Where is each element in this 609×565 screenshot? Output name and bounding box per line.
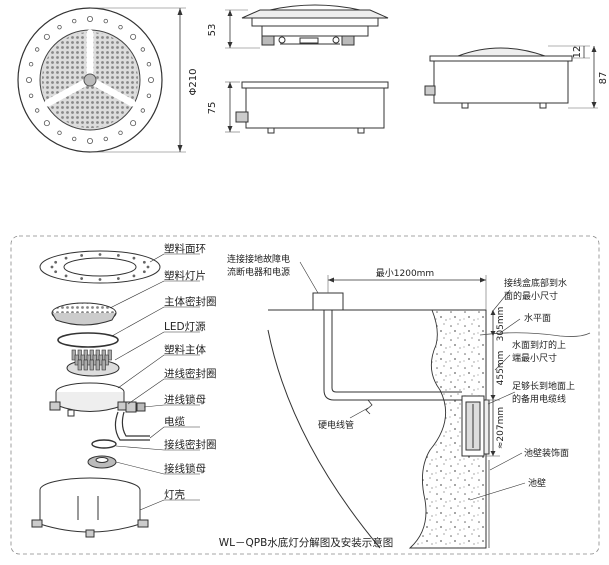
rim-hole [72, 18, 77, 24]
pool-wall-label: 池壁 [528, 477, 546, 489]
front-view: Φ210 [17, 7, 199, 153]
ring-hole [142, 260, 146, 264]
part-leader-line [149, 253, 200, 263]
part-leader-line [115, 461, 200, 475]
part-leader-line [143, 404, 200, 408]
part-label: 塑料主体 [164, 343, 206, 356]
part-leader-line [109, 280, 200, 309]
part-label: 塑料灯片 [164, 269, 206, 282]
rim-hole [28, 62, 34, 67]
rim-hole [43, 120, 50, 127]
dim-455: 455mm [496, 351, 506, 386]
lamp-note-line2: 端最小尺寸 [512, 352, 557, 364]
min-distance-label: 最小1200mm [376, 268, 434, 279]
ring-hole [98, 278, 102, 281]
ring-hole [80, 254, 84, 257]
dim-305: 305mm [496, 307, 506, 342]
top-height-label: 53 [207, 24, 218, 37]
cable-note-line1: 足够长到地面上 [512, 380, 575, 392]
junction-note-line1: 接线盒底部到水 [504, 277, 567, 289]
ring-hole [142, 270, 146, 274]
rim-hole [57, 130, 62, 136]
part-leader-line [114, 331, 200, 361]
junction-note-line2: 面的最小尺寸 [504, 290, 558, 302]
part-label: 接线密封圈 [164, 438, 217, 451]
ring-hole [146, 265, 150, 269]
part-label: 进线锁母 [164, 393, 206, 406]
part-leader-line [111, 306, 200, 337]
part-label: 接线锁母 [164, 462, 206, 475]
wall-trim-label: 池壁装饰面 [524, 447, 569, 459]
rim-hole [146, 93, 152, 98]
ring-hole [132, 256, 136, 260]
ring-hole [98, 253, 102, 256]
rim-hole [87, 15, 94, 22]
conduit-label: 硬电线管 [318, 419, 354, 431]
part-label: 进线密封圈 [164, 367, 217, 380]
dim-207: ≈207mm [496, 407, 506, 449]
rim-hole [25, 77, 32, 84]
rim-hole [43, 33, 50, 40]
ring-hole [132, 274, 136, 278]
rim-hole [118, 130, 123, 136]
led-pin [89, 359, 94, 371]
part-label: 电缆 [164, 415, 185, 428]
power-note-line1: 连接接地故障电 [227, 253, 290, 265]
installation-diagram: 305mm 455mm ≈207mm 连接接地故障电 流断电器和电源 最小120… [227, 253, 591, 549]
rim-hole [57, 24, 62, 30]
diagram-caption: WL－QPB水底灯分解图及安装示意图 [219, 536, 394, 549]
rim-hole [146, 62, 152, 67]
rim-hole [103, 136, 108, 142]
bottom-height-label: 75 [207, 102, 218, 115]
diameter-label: Φ210 [188, 69, 199, 96]
part-leader-line [127, 378, 200, 405]
rim-hole [147, 77, 154, 84]
part-leader-line [139, 499, 200, 511]
rim-hole [140, 47, 146, 52]
ring-hole [116, 254, 120, 257]
rim-hole [130, 120, 137, 127]
install-total-dim: 87 [598, 72, 609, 85]
rim-hole [34, 108, 40, 113]
ring-hole [54, 260, 58, 264]
install-view: 12 87 [424, 46, 609, 109]
rim-hole [103, 18, 108, 24]
side-view: 53 75 [207, 4, 389, 134]
rim-hole [28, 93, 34, 98]
ring-hole [64, 256, 68, 260]
ring-hole [64, 274, 68, 278]
install-top-dim: 12 [572, 46, 583, 59]
ring-hole [54, 270, 58, 274]
cable-note-line2: 的备用电缆线 [512, 393, 566, 405]
ring-hole [50, 265, 54, 269]
power-note-line2: 流断电器和电源 [227, 266, 290, 278]
part-leader-line [149, 426, 200, 439]
led-pin [95, 359, 100, 371]
diagram-frame [10, 235, 600, 555]
rim-hole [140, 108, 146, 113]
lamp-note-line1: 水面到灯的上 [512, 339, 566, 351]
led-pin [101, 359, 106, 371]
part-label: LED灯源 [164, 320, 206, 333]
part-label: 主体密封圈 [164, 295, 217, 308]
led-source [66, 349, 120, 377]
led-pin [77, 359, 82, 371]
rim-hole [34, 47, 40, 52]
part-label: 塑料面环 [164, 242, 206, 255]
part-leader-line [117, 354, 200, 389]
part-leader-line [115, 445, 200, 451]
rim-hole [118, 24, 123, 30]
part-label: 灯壳 [164, 488, 185, 501]
rim-hole [72, 136, 77, 142]
ring-hole [116, 277, 120, 280]
rim-hole [130, 33, 137, 40]
ring-hole [80, 277, 84, 280]
rim-hole [87, 137, 94, 144]
exploded-view [31, 250, 161, 538]
led-pin [83, 359, 88, 371]
water-surface-label: 水平面 [524, 312, 551, 324]
